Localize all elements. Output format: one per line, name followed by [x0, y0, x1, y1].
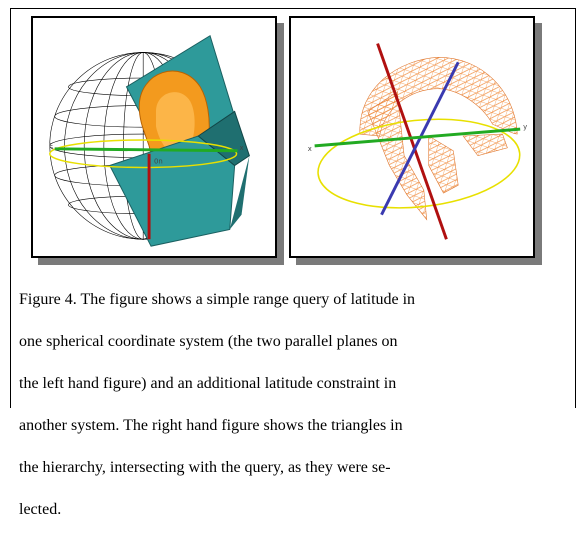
caption-line: the hierarchy, intersecting with the que…	[19, 459, 391, 476]
triangle-mesh-dome	[359, 57, 518, 137]
right-figure-panel: x y	[289, 16, 535, 258]
caption-line: another system. The right hand figure sh…	[19, 417, 403, 434]
axis-label-y: y	[523, 123, 527, 131]
query-plane-front	[109, 135, 236, 247]
right-figure-graphic: x y	[308, 43, 527, 240]
green-axis	[54, 147, 238, 153]
green-axis	[314, 127, 521, 148]
yellow-ring	[49, 139, 238, 169]
left-figure-panel: E x 0n	[31, 16, 277, 258]
caption-line: one spherical coordinate system (the two…	[19, 333, 398, 350]
left-figure-graphic: E x 0n	[49, 34, 250, 247]
red-axis	[376, 43, 448, 240]
axis-label-x: x	[240, 144, 244, 152]
triangle-mesh-lower	[428, 135, 459, 194]
axis-label-e: E	[49, 142, 53, 150]
axis-label-x: x	[308, 145, 312, 153]
axis-label-on: 0n	[154, 158, 163, 166]
figure-caption: Figure 4. The figure shows a simple rang…	[19, 268, 559, 541]
caption-line: the left hand figure) and an additional …	[19, 375, 397, 392]
yellow-ring	[317, 118, 521, 209]
caption-line: lected.	[19, 501, 62, 518]
caption-line: Figure 4. The figure shows a simple rang…	[19, 291, 416, 308]
